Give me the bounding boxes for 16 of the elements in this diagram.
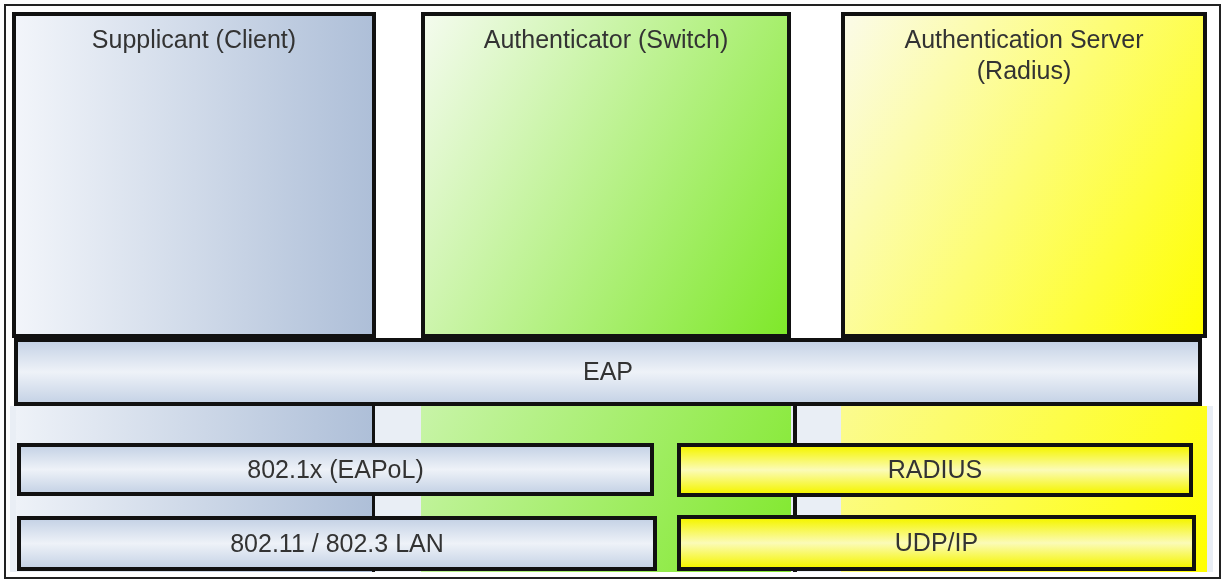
layer-label: 802.1x (EAPoL) xyxy=(247,453,424,485)
layer-label: RADIUS xyxy=(887,454,983,486)
layer-bar xyxy=(17,443,654,496)
column-panel xyxy=(421,12,791,338)
layer-label: EAP xyxy=(583,356,633,388)
column-panel xyxy=(12,12,376,338)
layer-label: Authentication Server (Radius) xyxy=(903,24,1145,87)
layer-bar xyxy=(677,443,1193,497)
layer-bar xyxy=(677,515,1196,571)
layer-label: UDP/IP xyxy=(894,527,979,559)
layer-bar xyxy=(14,338,1202,406)
column-panel xyxy=(841,12,1207,338)
layer-bar xyxy=(17,516,657,571)
layer-label: 802.11 / 802.3 LAN xyxy=(230,527,444,559)
layer-label: Authenticator (Switch) xyxy=(482,24,730,55)
layer-label: Supplicant (Client) xyxy=(90,24,298,55)
